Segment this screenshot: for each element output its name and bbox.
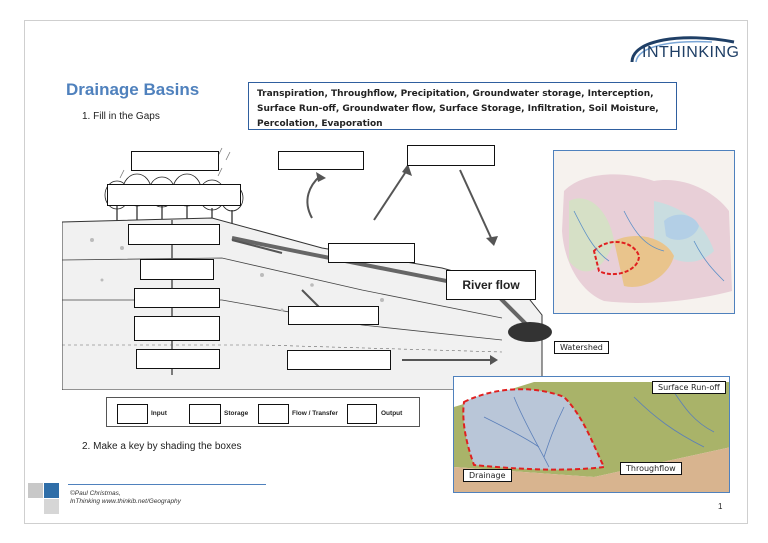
blank-box[interactable] (407, 145, 495, 166)
key-label-input: Input (151, 410, 167, 417)
blank-box[interactable] (134, 288, 220, 308)
footer-divider (68, 484, 266, 485)
page-number: 1 (718, 502, 722, 511)
drainage-map-image (554, 151, 735, 314)
label-throughflow: Throughflow (620, 462, 682, 475)
label-surface-runoff: Surface Run-off (652, 381, 726, 394)
blank-box[interactable] (128, 224, 220, 245)
word-bank: Transpiration, Throughflow, Precipitatio… (248, 82, 677, 130)
footer-credit: ©Paul Christmas, InThinking www.thinkib.… (70, 490, 181, 506)
footer-square-dark (44, 483, 59, 498)
key-box-output[interactable] (347, 404, 377, 424)
footer-square-light (44, 499, 59, 514)
key-label-storage: Storage (224, 410, 248, 417)
blank-box[interactable] (134, 316, 220, 341)
key-label-output: Output (381, 410, 402, 417)
footer-credit-line-2: InThinking www.thinkib.net/Geography (70, 498, 181, 506)
question-2: 2. Make a key by shading the boxes (82, 441, 242, 452)
blank-box[interactable] (278, 151, 364, 170)
river-flow-label: River flow (446, 270, 536, 300)
key-box-input[interactable] (117, 404, 148, 424)
label-watershed: Watershed (554, 341, 609, 354)
key-label-flow: Flow / Transfer (292, 410, 338, 417)
footer-square-light (28, 483, 43, 498)
key-box-storage[interactable] (189, 404, 221, 424)
map-frame (553, 150, 735, 314)
blank-box[interactable] (140, 259, 214, 280)
blank-box[interactable] (287, 350, 391, 370)
blank-box[interactable] (136, 349, 220, 369)
label-drainage: Drainage (463, 469, 512, 482)
blank-box[interactable] (107, 184, 241, 206)
key-box-flow[interactable] (258, 404, 289, 424)
logo-text: INTHINKING (642, 44, 739, 62)
blank-box[interactable] (328, 243, 415, 263)
blank-box[interactable] (131, 151, 219, 171)
blank-box[interactable] (288, 306, 379, 325)
question-1: 1. Fill in the Gaps (82, 111, 160, 122)
footer-credit-line-1: ©Paul Christmas, (70, 490, 181, 498)
page-title: Drainage Basins (66, 80, 199, 100)
